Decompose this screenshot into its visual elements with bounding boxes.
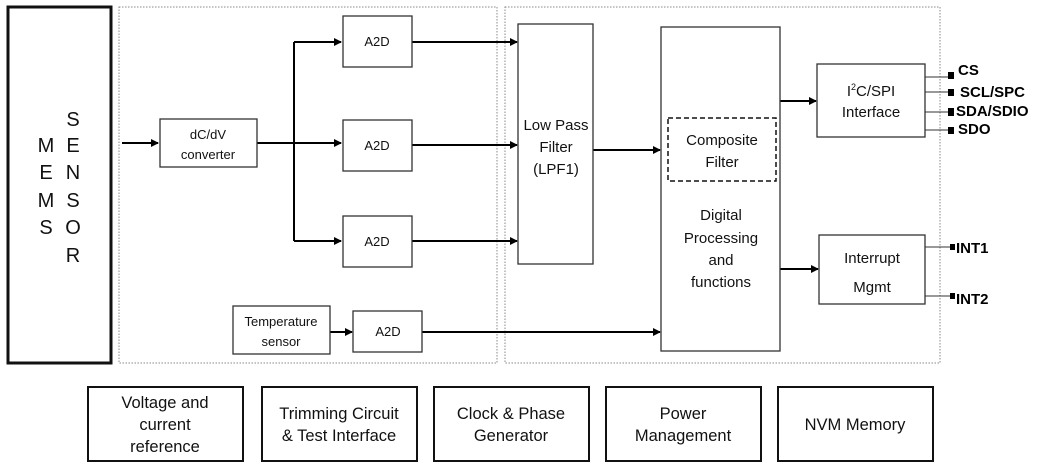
svg-text:S: S bbox=[66, 109, 79, 131]
svg-text:(LPF1): (LPF1) bbox=[533, 161, 579, 178]
svg-text:current: current bbox=[139, 416, 191, 434]
svg-text:Temperature: Temperature bbox=[245, 314, 318, 329]
trimming-test-interface-block: Trimming Circuit & Test Interface bbox=[261, 386, 418, 462]
svg-text:dC/dV: dC/dV bbox=[190, 127, 226, 142]
svg-text:S: S bbox=[66, 190, 79, 212]
mems-sensor-block bbox=[6, 5, 113, 365]
pin-int1: INT1 bbox=[956, 240, 989, 257]
svg-text:M: M bbox=[38, 190, 55, 212]
connectors bbox=[122, 38, 950, 336]
svg-text:Mgmt: Mgmt bbox=[853, 279, 891, 296]
svg-text:Interrupt: Interrupt bbox=[844, 250, 901, 267]
pin-sda-sdio: SDA/SDIO bbox=[956, 103, 1029, 120]
pin-int2: INT2 bbox=[956, 291, 989, 308]
svg-text:Trimming Circuit: Trimming Circuit bbox=[279, 405, 399, 423]
svg-text:A2D: A2D bbox=[364, 34, 389, 49]
svg-text:N: N bbox=[66, 162, 80, 184]
svg-text:M: M bbox=[38, 135, 55, 157]
svg-text:& Test Interface: & Test Interface bbox=[282, 427, 396, 445]
svg-text:Management: Management bbox=[635, 427, 732, 445]
pin-scl-spc: SCL/SPC bbox=[960, 84, 1025, 101]
svg-text:converter: converter bbox=[181, 147, 236, 162]
a2d-block: A2D bbox=[342, 119, 413, 172]
svg-text:reference: reference bbox=[130, 438, 200, 456]
svg-text:Filter: Filter bbox=[539, 139, 572, 156]
svg-text:R: R bbox=[66, 245, 80, 267]
svg-text:Interface: Interface bbox=[842, 104, 900, 121]
temperature-sensor-block: Temperature sensor bbox=[232, 305, 331, 355]
power-management-block: Power Management bbox=[605, 386, 762, 462]
pin-sdo: SDO bbox=[958, 121, 991, 138]
svg-text:E: E bbox=[39, 162, 52, 184]
svg-text:S: S bbox=[39, 217, 52, 239]
svg-text:Low Pass: Low Pass bbox=[523, 117, 588, 134]
svg-text:Voltage and: Voltage and bbox=[121, 394, 208, 412]
clock-phase-generator-block: Clock & Phase Generator bbox=[433, 386, 590, 462]
low-pass-filter-block: Low Pass Filter (LPF1) bbox=[517, 23, 594, 265]
composite-filter-block bbox=[667, 117, 777, 182]
mems-label: M E M S bbox=[38, 135, 55, 239]
voltage-current-reference-block: Voltage and current reference bbox=[87, 386, 244, 462]
svg-text:Clock & Phase: Clock & Phase bbox=[457, 405, 565, 423]
i2c-spi-interface-block: I2C/SPI Interface bbox=[816, 63, 926, 138]
svg-text:I2C/SPI: I2C/SPI bbox=[847, 82, 895, 100]
svg-text:Processing: Processing bbox=[684, 230, 758, 247]
svg-text:Generator: Generator bbox=[474, 427, 549, 445]
svg-text:and: and bbox=[708, 252, 733, 269]
svg-text:Power: Power bbox=[660, 405, 707, 423]
a2d-temperature-block: A2D bbox=[352, 310, 423, 353]
svg-text:A2D: A2D bbox=[364, 138, 389, 153]
svg-text:functions: functions bbox=[691, 274, 751, 291]
a2d-block: A2D bbox=[342, 215, 413, 268]
interrupt-mgmt-block: Interrupt Mgmt bbox=[818, 234, 926, 305]
dcdv-converter-block: dC/dV converter bbox=[159, 118, 258, 168]
sensor-label: S E N S O R bbox=[65, 109, 81, 267]
digital-processing-block: Composite Filter Digital Processing and … bbox=[660, 26, 781, 352]
svg-text:A2D: A2D bbox=[364, 234, 389, 249]
svg-text:E: E bbox=[66, 135, 79, 157]
nvm-memory-block: NVM Memory bbox=[777, 386, 934, 462]
digital-group bbox=[504, 6, 941, 364]
svg-text:A2D: A2D bbox=[375, 324, 400, 339]
svg-text:O: O bbox=[65, 217, 81, 239]
interrupt-pins: INT1 INT2 bbox=[950, 240, 989, 308]
a2d-block: A2D bbox=[342, 15, 413, 68]
serial-pins: CS SCL/SPC SDA/SDIO SDO bbox=[948, 62, 1029, 138]
svg-text:Composite: Composite bbox=[686, 132, 758, 149]
pin-cs: CS bbox=[958, 62, 979, 79]
svg-text:sensor: sensor bbox=[261, 334, 301, 349]
svg-text:Filter: Filter bbox=[705, 154, 738, 171]
svg-text:Digital: Digital bbox=[700, 207, 742, 224]
analog-group bbox=[118, 6, 498, 364]
svg-text:NVM Memory: NVM Memory bbox=[805, 416, 907, 434]
